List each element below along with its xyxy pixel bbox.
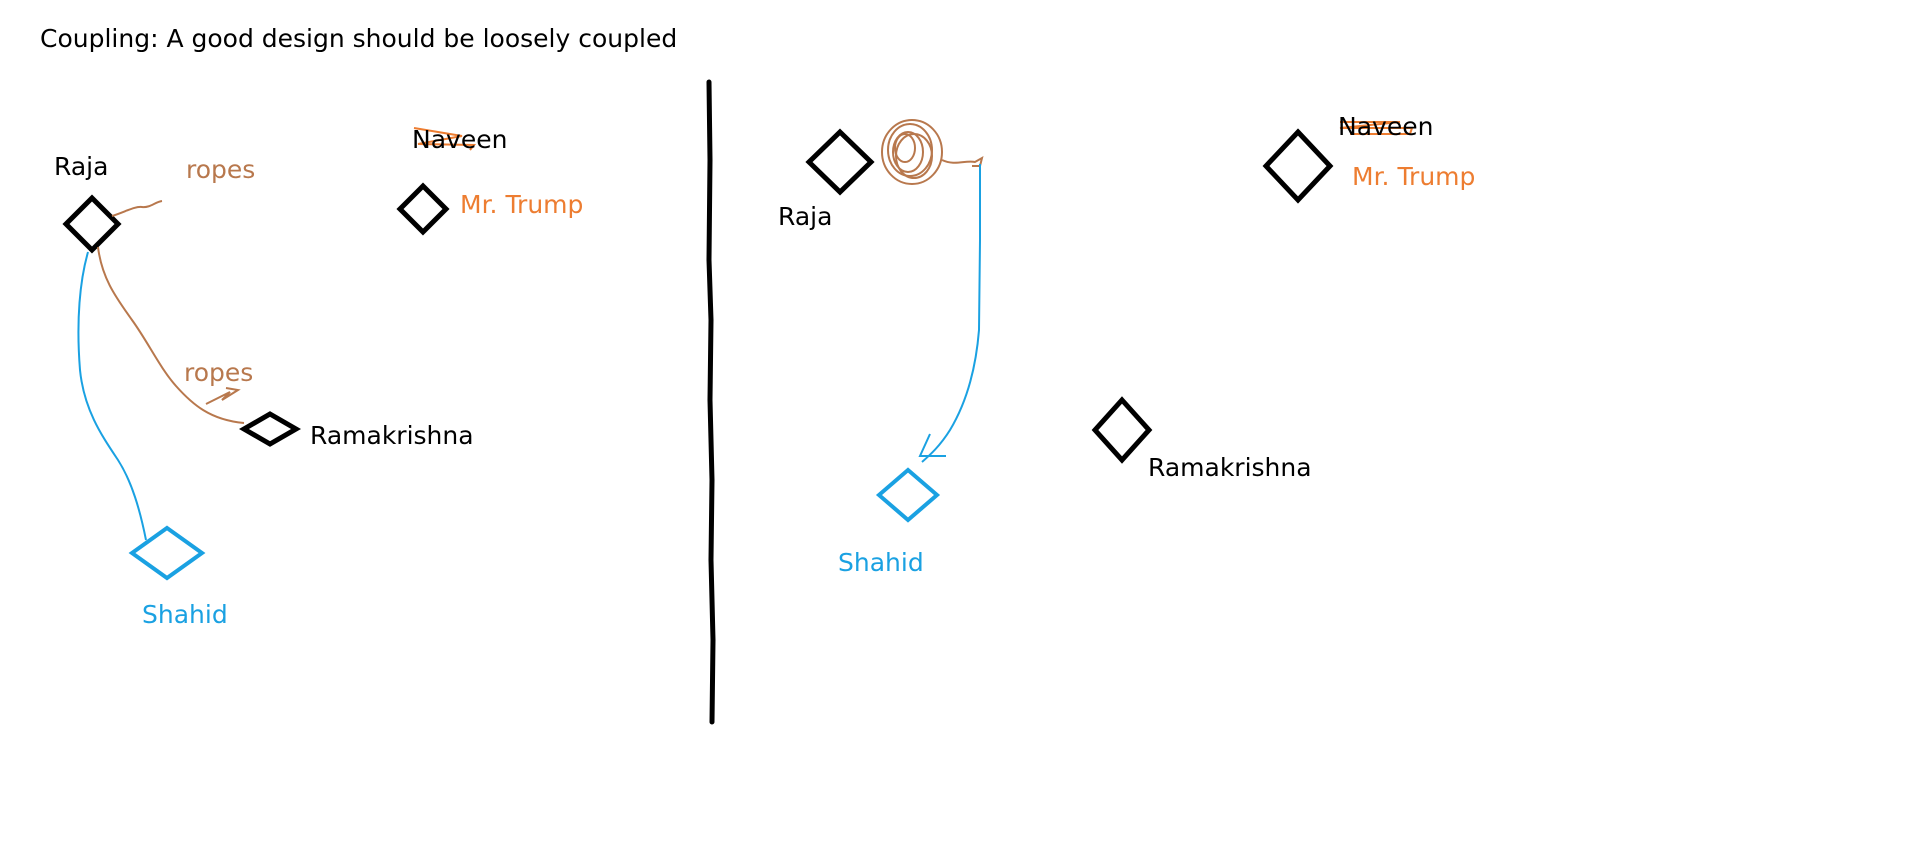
ramakrishna-node-left [238, 411, 302, 447]
link-raja-shahid-right [921, 164, 981, 463]
naveen-strikethrough-right [1339, 121, 1414, 135]
raja-node-right [805, 128, 875, 196]
label-ramakrishna-right: Ramakrishna [1148, 453, 1312, 482]
rope-arrow-scribble [205, 387, 241, 405]
raja-node-left [62, 194, 122, 254]
tangle-scribble [881, 119, 984, 185]
link-arrowhead-right [918, 433, 946, 457]
naveen-strikethrough-left [413, 127, 477, 151]
shahid-node-right [875, 467, 941, 523]
label-naveen-left: Naveen [412, 125, 508, 154]
mr-trump-node-right [1262, 128, 1334, 204]
page-title: Coupling: A good design should be loosel… [40, 24, 678, 53]
link-raja-shahid-left [77, 251, 147, 541]
label-mr-trump-right: Mr. Trump [1352, 162, 1476, 191]
label-raja-left: Raja [54, 152, 109, 181]
rope-raja-ramakrishna [97, 246, 245, 424]
label-ropes-mid: ropes [184, 358, 254, 387]
label-mr-trump-left: Mr. Trump [460, 190, 584, 219]
rope-raja-top [111, 200, 163, 217]
label-shahid-left: Shahid [142, 600, 228, 629]
mr-trump-node-left [396, 182, 450, 236]
label-ramakrishna-left: Ramakrishna [310, 421, 474, 450]
divider-line [706, 79, 716, 725]
label-raja-right: Raja [778, 202, 833, 231]
ramakrishna-node-right [1091, 396, 1153, 464]
label-ropes-top: ropes [186, 155, 256, 184]
label-shahid-right: Shahid [838, 548, 924, 577]
label-naveen-right: Naveen [1338, 112, 1434, 141]
shahid-node-left [128, 525, 206, 581]
